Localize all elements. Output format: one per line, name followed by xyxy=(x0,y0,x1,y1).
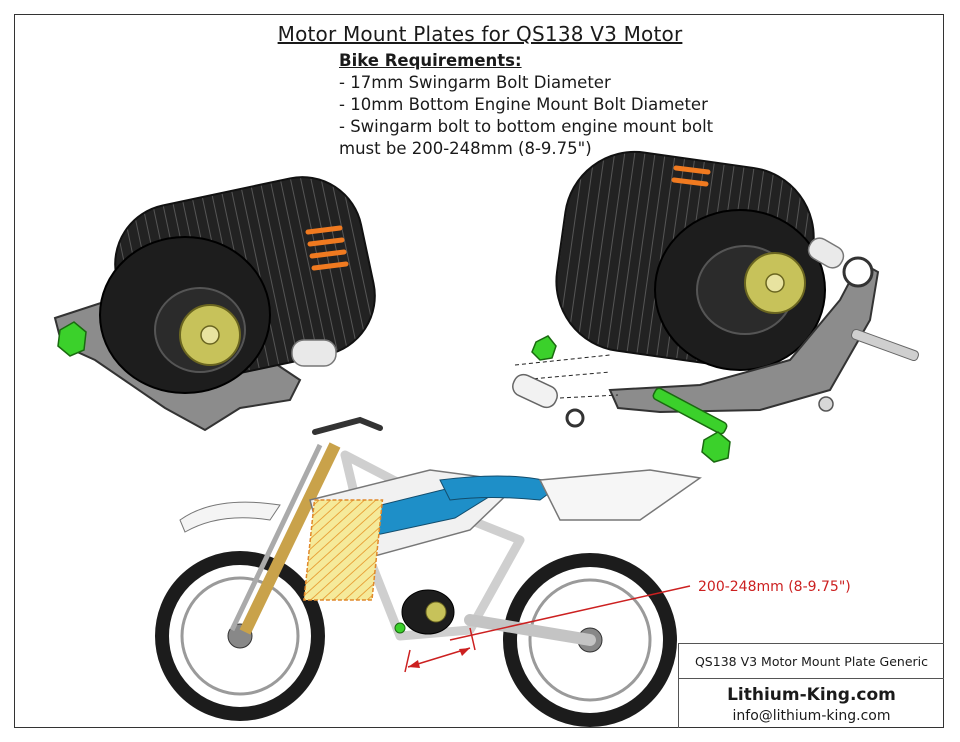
page-title: Motor Mount Plates for QS138 V3 Motor xyxy=(277,22,683,46)
swingarm xyxy=(464,614,596,646)
green-bolt-small xyxy=(531,335,557,361)
rear-rim xyxy=(528,578,652,702)
bolt-shaft-right xyxy=(851,328,919,362)
green-bolt-long xyxy=(652,387,728,435)
handlebar xyxy=(312,416,383,435)
motor-assembly-right xyxy=(512,150,919,463)
battery-zone-hatch xyxy=(303,499,384,601)
brand-name: Lithium-King.com xyxy=(727,685,896,705)
requirement-swingarm-bolt: - 17mm Swingarm Bolt Diameter xyxy=(339,73,611,92)
green-bolt-head-right xyxy=(701,431,731,463)
spacer-exploded xyxy=(512,373,558,409)
washer-exploded xyxy=(565,408,585,428)
dimension-label: 200-248mm (8-9.75") xyxy=(698,579,851,595)
cooling-fins-right xyxy=(671,165,711,187)
front-fork xyxy=(229,442,341,635)
motor-rotor-in-bike xyxy=(425,601,447,623)
requirement-distance-line2: must be 200-248mm (8-9.75") xyxy=(339,139,592,158)
rotor-hub-right xyxy=(765,273,785,293)
requirement-distance-line1: - Swingarm bolt to bottom engine mount b… xyxy=(339,117,714,136)
rear-wheel xyxy=(503,553,677,727)
title-block: QS138 V3 Motor Mount Plate Generic Lithi… xyxy=(678,643,944,728)
drawing-sheet xyxy=(14,14,944,728)
requirements-heading: Bike Requirements: xyxy=(339,51,522,70)
cooling-fins-left xyxy=(305,225,349,271)
requirement-engine-mount-bolt: - 10mm Bottom Engine Mount Bolt Diameter xyxy=(339,95,708,114)
contact-email: info@lithium-king.com xyxy=(732,708,891,724)
green-bolt-left xyxy=(57,321,87,357)
dirt-bike xyxy=(155,416,702,727)
front-rim xyxy=(180,576,300,696)
green-bolt-in-bike xyxy=(394,622,406,634)
mount-plate-right xyxy=(608,260,880,414)
dimension-callout xyxy=(404,585,691,673)
small-screw-right xyxy=(818,396,834,412)
rotor-hub-left xyxy=(200,325,220,345)
front-fender xyxy=(179,501,281,533)
leader-line xyxy=(449,585,691,641)
front-wheel xyxy=(155,551,325,721)
spacer-right xyxy=(807,237,845,269)
motor-assembly-left xyxy=(53,176,376,432)
spacer-left xyxy=(291,339,337,367)
plate-eye-right xyxy=(842,256,874,288)
bike-requirements: Bike Requirements: - 17mm Swingarm Bolt … xyxy=(339,50,713,160)
part-name: QS138 V3 Motor Mount Plate Generic xyxy=(679,644,944,679)
rear-fender xyxy=(538,469,702,521)
